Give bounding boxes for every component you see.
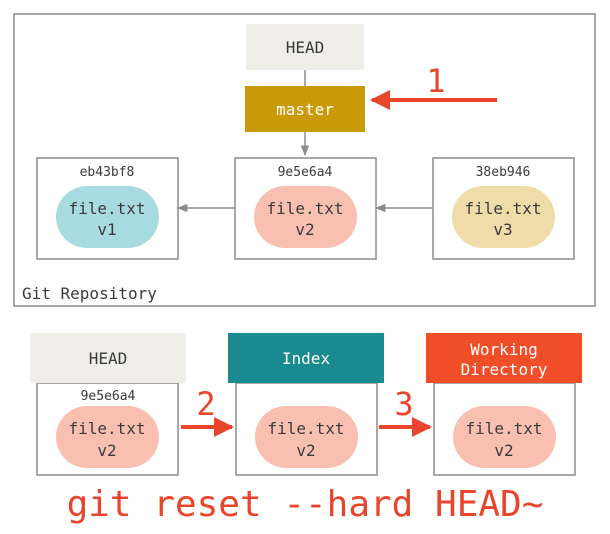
file-name: file.txt xyxy=(68,199,145,218)
file-name: file.txt xyxy=(465,419,542,438)
file-version: v2 xyxy=(494,441,513,460)
file-blob-v1 xyxy=(56,186,159,248)
master-branch: master xyxy=(245,86,365,132)
commit-hash: 38eb946 xyxy=(476,165,531,180)
file-version: v2 xyxy=(296,441,315,460)
index-tree-title: Index xyxy=(282,349,331,368)
file-blob-v2 xyxy=(254,186,357,248)
step-1-number: 1 xyxy=(426,62,445,100)
file-blob-v3 xyxy=(452,186,555,248)
head-pointer-label: HEAD xyxy=(286,38,325,57)
commit-38eb946: 38eb946 file.txt v3 xyxy=(432,157,575,260)
master-branch-label: master xyxy=(276,100,334,119)
step-1-marker: 1 xyxy=(370,62,497,110)
commit-eb43bf8: eb43bf8 file.txt v1 xyxy=(36,157,179,260)
working-directory-title-line2: Directory xyxy=(461,360,548,379)
file-blob-v2 xyxy=(255,406,358,468)
file-version: v3 xyxy=(493,220,512,239)
file-version: v2 xyxy=(295,220,314,239)
git-command: git reset --hard HEAD~ xyxy=(67,484,544,525)
step-3-marker: 3 xyxy=(379,385,432,437)
head-tree-title: HEAD xyxy=(89,349,128,368)
file-name: file.txt xyxy=(464,199,541,218)
head-tree: HEAD 9e5e6a4 file.txt v2 xyxy=(30,333,186,476)
index-tree-header xyxy=(228,333,384,383)
commit-hash: eb43bf8 xyxy=(80,165,135,180)
working-directory-tree: Working Directory file.txt v2 xyxy=(426,333,582,476)
step-3-number: 3 xyxy=(394,385,413,423)
head-tree-header xyxy=(30,333,186,383)
file-version: v1 xyxy=(97,220,116,239)
file-name: file.txt xyxy=(267,419,344,438)
file-blob-v2 xyxy=(56,406,159,468)
step-2-marker: 2 xyxy=(181,385,234,437)
file-name: file.txt xyxy=(68,419,145,438)
git-repository-label: Git Repository xyxy=(22,284,157,303)
working-directory-title-line1: Working xyxy=(470,340,537,359)
commit-hash: 9e5e6a4 xyxy=(278,165,333,180)
commit-9e5e6a4: 9e5e6a4 file.txt v2 xyxy=(234,157,377,260)
head-tree-hash: 9e5e6a4 xyxy=(81,389,136,404)
file-version: v2 xyxy=(97,441,116,460)
working-directory-header xyxy=(426,333,582,383)
file-name: file.txt xyxy=(266,199,343,218)
index-tree: Index file.txt v2 xyxy=(228,333,384,476)
file-blob-v2 xyxy=(453,406,556,468)
head-pointer: HEAD xyxy=(246,24,364,70)
step-2-number: 2 xyxy=(196,385,215,423)
